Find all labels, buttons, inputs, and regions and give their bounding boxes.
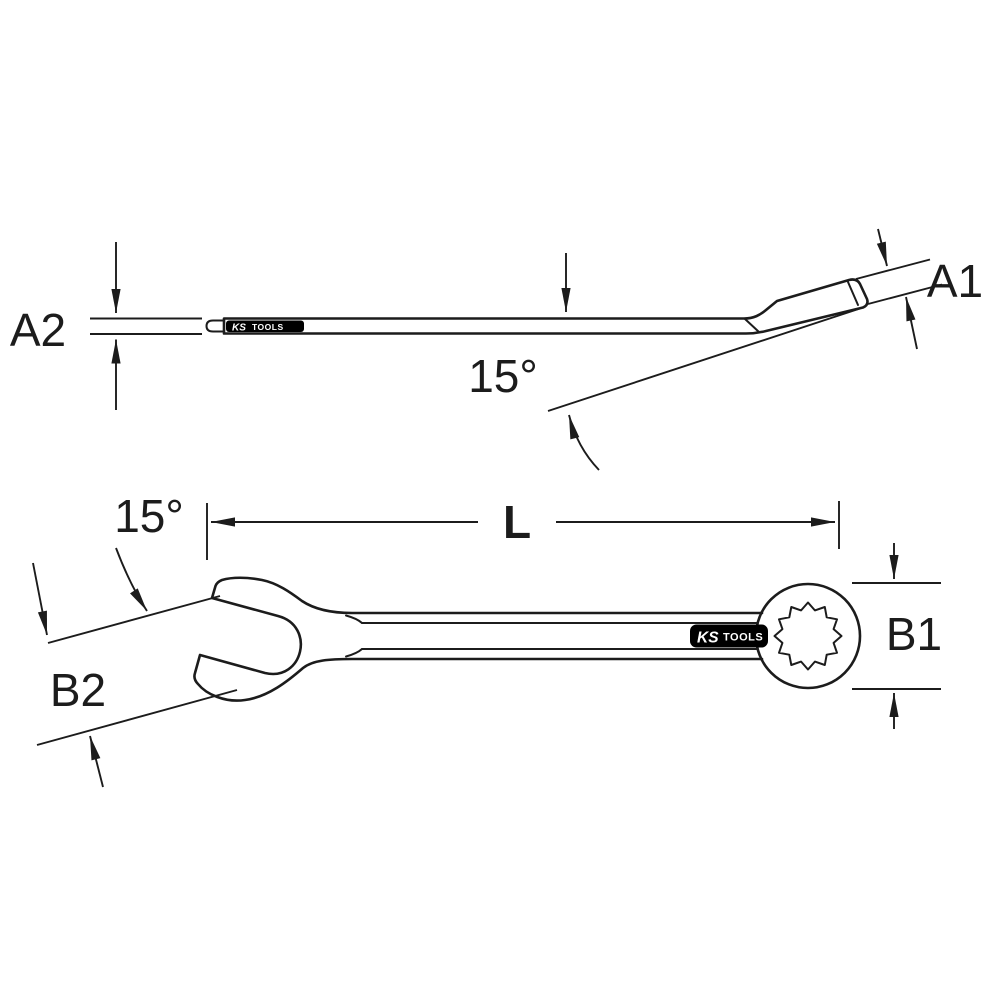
open-end-and-shaft-outline: [193, 576, 764, 702]
b2-label: B2: [50, 664, 106, 716]
neck-fillet-top: [345, 614, 363, 624]
logo-background: [226, 320, 304, 332]
l-label: L: [503, 496, 531, 548]
ks-tools-logo-side: KS TOOLS: [226, 320, 304, 334]
angle-arc-arrow: [568, 414, 600, 471]
ring-end-outer: [754, 582, 862, 690]
neck-fillet-bottom: [345, 648, 363, 658]
logo-tools-text: TOOLS: [252, 322, 284, 332]
side-angle-label: 15°: [468, 350, 538, 402]
logo-ks-text: KS: [232, 323, 246, 334]
a1-extension-line-top: [855, 258, 931, 280]
b2-arrow-up: [89, 735, 104, 788]
side-view: A2 KS TOOLS A1 15°: [10, 228, 983, 471]
logo-tools-text: TOOLS: [723, 632, 763, 644]
b2-arrow-down: [32, 562, 48, 636]
side-wrench-taper-crease: [744, 318, 760, 333]
b2-extension-line-top: [47, 595, 221, 644]
b1-label: B1: [886, 608, 942, 660]
top-angle-arc-arrow: [115, 547, 148, 612]
a1-arrow-down: [876, 228, 888, 267]
angle-extension-line: [547, 307, 861, 412]
a1-extension-line-bottom: [867, 283, 943, 305]
top-angle-label: 15°: [114, 490, 184, 542]
side-wrench-jaw-tip: [205, 319, 225, 333]
logo-background: [690, 624, 768, 648]
ring-end-12-point-star: [773, 601, 843, 671]
side-wrench-head-face-line: [847, 281, 859, 306]
top-view: L 15° B2 KS TOOLS B1: [32, 490, 942, 788]
logo-ks-text: KS: [697, 630, 719, 647]
b2-extension-line-bottom: [36, 689, 238, 746]
a1-arrow-up: [905, 296, 918, 350]
side-wrench-body: [222, 278, 869, 335]
a1-label: A1: [927, 255, 983, 307]
ks-tools-logo-top: KS TOOLS: [690, 624, 768, 648]
a2-label: A2: [10, 304, 66, 356]
